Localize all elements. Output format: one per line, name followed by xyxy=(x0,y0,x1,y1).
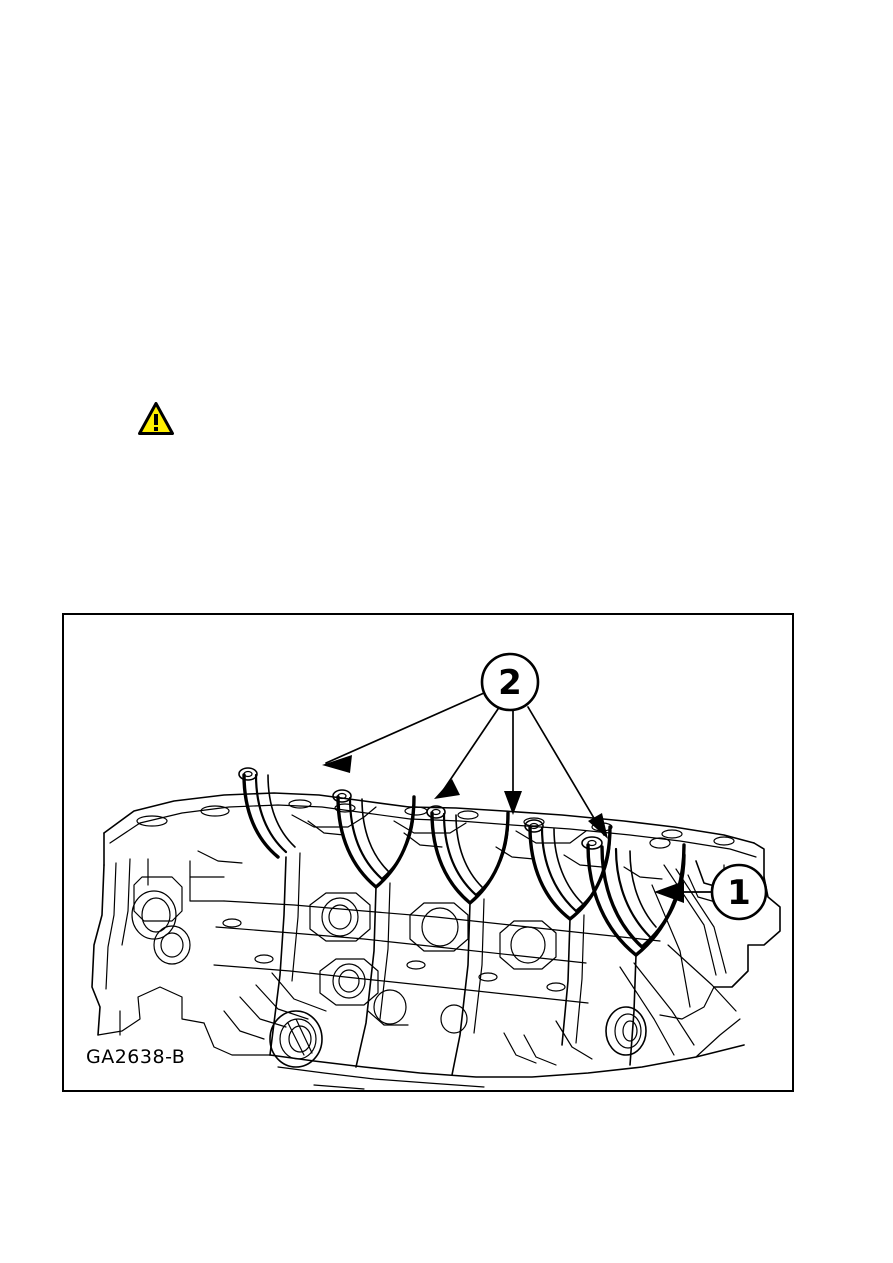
cylinder-block-drawing xyxy=(91,767,781,1090)
callout-2-circle xyxy=(480,652,540,712)
callout-2-number: 2 xyxy=(498,663,522,703)
callout-1-group: 1 xyxy=(654,863,768,921)
figure-id-label: GA2638-B xyxy=(86,1046,186,1068)
warning-triangle-icon xyxy=(138,402,174,435)
figure-illustration-frame: 2 1 GA2638-B xyxy=(62,613,794,1092)
callout-1-circle xyxy=(710,863,768,921)
callout-1-number: 1 xyxy=(727,873,751,913)
engine-block-illustration: 2 1 xyxy=(64,615,792,1090)
callout-2-group: 2 xyxy=(322,652,608,839)
